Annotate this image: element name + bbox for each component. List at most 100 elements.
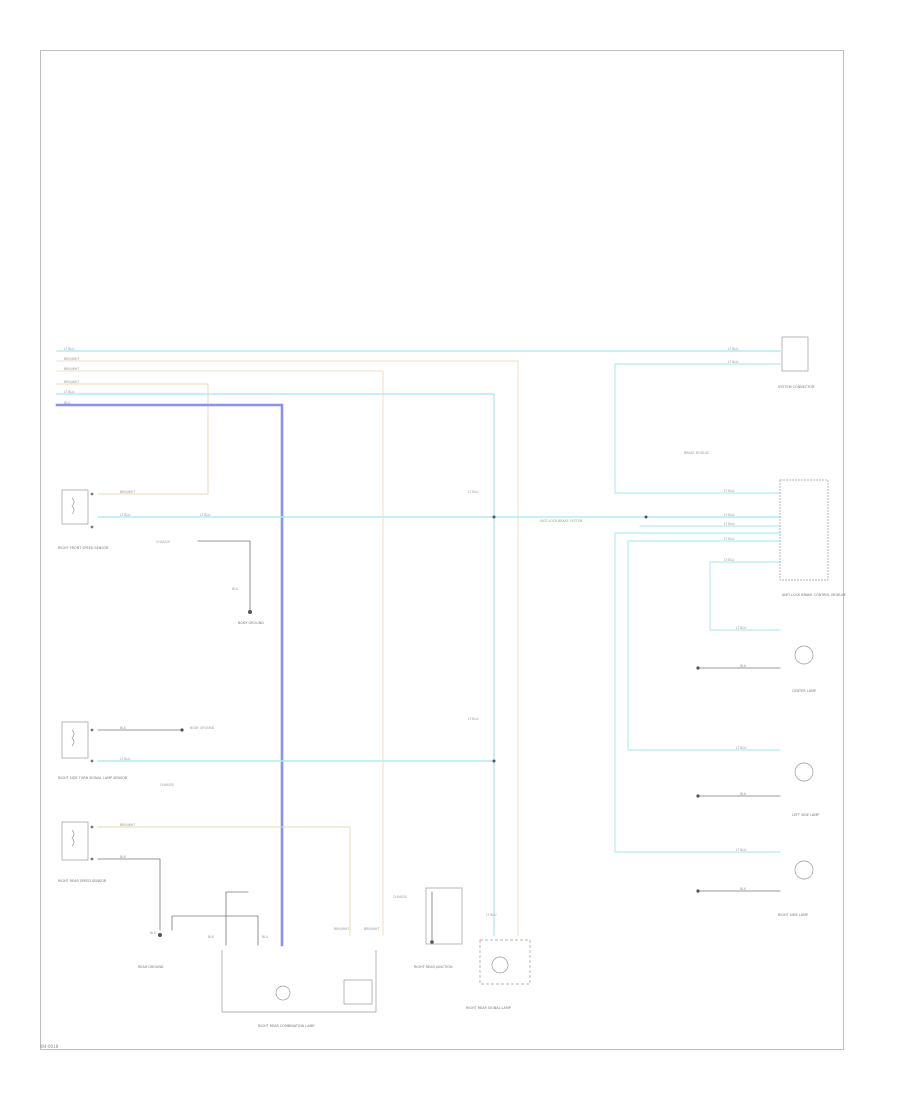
page-reference: W4-0018 (40, 1044, 59, 1049)
splice-caption: BODY GROUND (190, 726, 215, 730)
terminal-dot (90, 857, 94, 861)
wire-blu (55, 403, 284, 947)
top-right-connector: LT BLU LT BLU SYSTEM CONNECTOR (728, 336, 815, 389)
bulb-icon (794, 860, 814, 880)
sensor-box (61, 721, 89, 759)
wire-label: BLK (150, 931, 157, 935)
wire-harness (55, 350, 781, 947)
module-box (779, 479, 829, 581)
wire-label: LT BLU (724, 558, 735, 562)
wire-label: BRN/WHT (334, 927, 349, 931)
sensor-box (61, 489, 89, 525)
wire-label: LT BLU (468, 717, 479, 721)
ground-symbol: BODY GROUND (238, 610, 264, 625)
splices (492, 515, 648, 763)
connector-box (781, 336, 809, 372)
wire-label: LT BLU (64, 347, 75, 351)
ground-dot (180, 728, 184, 732)
chassis-label: CHASSIS (393, 895, 407, 899)
wire-label: LT BLU (120, 513, 131, 517)
sensor-box (61, 821, 89, 861)
wire-label: BLK (740, 792, 747, 796)
bulb-socket (343, 979, 373, 1005)
sensor-caption: RIGHT REAR SPEED SENSOR (58, 879, 107, 883)
ground-dot (696, 889, 700, 893)
wire-lt-blu-9 (614, 532, 781, 853)
wire-blk-1 (197, 540, 251, 611)
ground-dot (696, 794, 700, 798)
junction-caption: RIGHT REAR JUNCTION (414, 965, 453, 969)
sensor-caption: RIGHT SIDE TURN SIGNAL LAMP SENSOR (58, 776, 128, 780)
bulb-icon (794, 645, 814, 665)
ground-dot (696, 666, 700, 670)
wire-label: BRN/WHT (120, 823, 135, 827)
right-rear-sensor: RIGHT REAR SPEED SENSOR (58, 821, 107, 883)
wire-blk-5 (225, 891, 249, 946)
chassis-label: CHASSIS (156, 540, 170, 544)
wire-label: LT BLU (64, 390, 75, 394)
right-side-sensor: RIGHT SIDE TURN SIGNAL LAMP SENSOR (58, 721, 128, 780)
lamp-caption: LEFT SIDE LAMP (792, 813, 819, 817)
diagram-frame (40, 50, 844, 1050)
wire-label: BLK (740, 664, 747, 668)
lamp-caption: RIGHT REAR COMBINATION LAMP (258, 1024, 314, 1028)
bulb-icon (794, 762, 814, 782)
connector-caption: SYSTEM CONNECTOR (778, 385, 815, 389)
terminal-dot (90, 492, 94, 496)
wire-label: LT BLU (200, 513, 211, 517)
sensor-coil (71, 729, 75, 747)
wire-label: LT BLU (728, 360, 739, 364)
wire-label: LT BLU (120, 757, 131, 761)
lamp-housing (221, 950, 377, 1013)
center-lamp: LT BLU BLK CENTER LAMP (696, 626, 816, 693)
chassis-label: CHASSIS (160, 783, 174, 787)
wire-label: LT BLU (736, 626, 747, 630)
wire-label: BRN/WHT (64, 380, 79, 384)
wire-label: BRN/WHT (120, 490, 135, 494)
wire-label: BLK (120, 726, 127, 730)
splice-dot (492, 759, 496, 763)
wire-lt-blu-11 (627, 540, 781, 751)
terminal-dot (90, 728, 94, 732)
wire-label: BLK (208, 935, 215, 939)
wire-brn-3 (56, 383, 209, 495)
junction-box (425, 887, 463, 945)
rear-junction: CHASSIS RIGHT REAR JUNCTION (393, 887, 463, 969)
right-front-sensor: RIGHT FRONT SPEED SENSOR (58, 489, 109, 550)
sensor-coil (71, 497, 75, 515)
wire-label: BLK (232, 587, 239, 591)
bulb-icon (491, 956, 509, 974)
terminal-dot (90, 825, 94, 829)
ground-dot (248, 610, 252, 614)
terminal-dot (90, 759, 94, 763)
wire-lt-blu-6 (614, 363, 781, 494)
right-rear-lamp: BLU BLK BRN/WHT BRN/WHT RIGHT REAR COMBI… (208, 927, 379, 1028)
lamp-box (479, 939, 531, 985)
bulb-icon (275, 985, 291, 1001)
wire-label: LT BLU (724, 522, 735, 526)
splice-caption: ANTI-LOCK BRAKE SYSTEM (540, 519, 583, 523)
wire-label: LT BLU (736, 848, 747, 852)
ground-dot (158, 933, 162, 937)
ground-dot (430, 940, 434, 944)
abs-module: BRAKE MODULE LT BLU LT BLU LT BLU LT BLU… (540, 451, 846, 597)
sensor-coil (71, 829, 75, 847)
lamp-caption: RIGHT REAR SIGNAL LAMP (466, 1006, 511, 1010)
wire-label: BLU (262, 935, 269, 939)
splice-caption: BRAKE MODULE (684, 451, 709, 455)
wire-label: LT BLU (468, 490, 479, 494)
ground-caption: REAR GROUND (138, 965, 164, 969)
module-caption: ANTI-LOCK BRAKE CONTROL MODULE (782, 593, 846, 597)
terminal-dot (90, 525, 94, 529)
wire-label: BRN/WHT (364, 927, 379, 931)
sensor-caption: RIGHT FRONT SPEED SENSOR (58, 546, 109, 550)
rear-ground: REAR GROUND (138, 933, 164, 969)
wire-lt-blu-2 (56, 393, 495, 936)
lamp-caption: CENTER LAMP (792, 689, 816, 693)
wire-label: BRN/WHT (64, 357, 79, 361)
wire-label: LT BLU (724, 537, 735, 541)
wire-label: LT BLU (486, 913, 497, 917)
wire-label: LT BLU (724, 513, 735, 517)
wire-label: BLK (120, 855, 127, 859)
